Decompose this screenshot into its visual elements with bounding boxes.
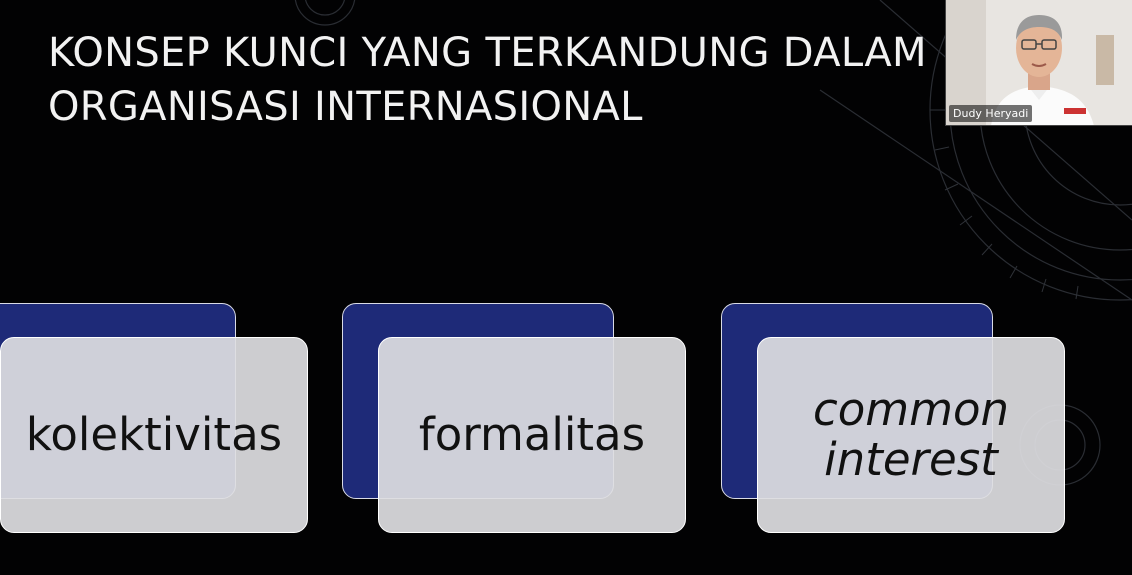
card-front-panel: kolektivitas <box>0 337 308 533</box>
slide-title: KONSEP KUNCI YANG TERKANDUNG DALAM ORGAN… <box>48 26 927 134</box>
concept-card-formalitas: formalitas <box>342 303 687 535</box>
card-front-panel: common interest <box>757 337 1065 533</box>
card-front-panel: formalitas <box>378 337 686 533</box>
card-label: common interest <box>813 383 1009 486</box>
concept-card-kolektivitas: kolektivitas <box>0 303 309 535</box>
card-label: kolektivitas <box>25 408 283 461</box>
participant-name-label: Dudy Heryadi <box>949 105 1033 122</box>
slide-title-line-2: ORGANISASI INTERNASIONAL <box>48 84 643 130</box>
concept-card-common-interest: common interest <box>721 303 1066 535</box>
participant-video-tile[interactable]: Dudy Heryadi <box>945 0 1132 126</box>
slide-title-line-1: KONSEP KUNCI YANG TERKANDUNG DALAM <box>48 30 927 76</box>
card-label: formalitas <box>418 408 646 461</box>
